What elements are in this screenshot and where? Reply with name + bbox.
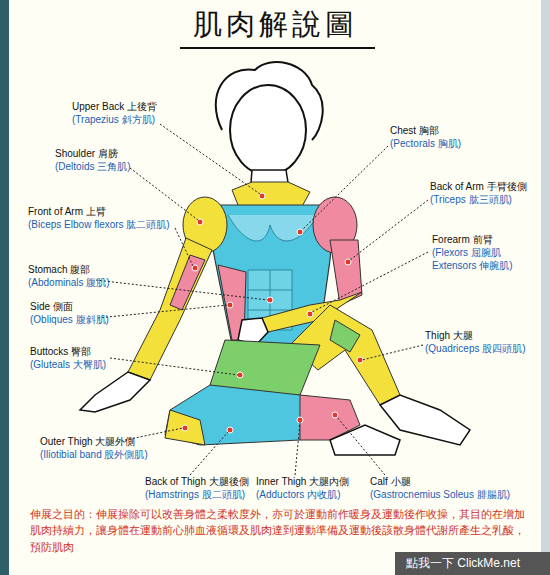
watermark: 點我一下 ClickMe.net xyxy=(406,556,520,571)
body-part-label: Inner Thigh 大腿內側 xyxy=(256,476,349,489)
muscle-name: (Quadriceps 股四頭肌) xyxy=(425,343,526,356)
body-part-label: Calf 小腿 xyxy=(370,476,411,489)
body-part-label: Forearm 前臂 xyxy=(432,234,493,247)
muscle-name: (Trapezius 斜方肌) xyxy=(72,114,155,127)
muscle-name: (Hamstrings 股二頭肌) xyxy=(145,489,245,502)
muscle-name: (Triceps 肱三頭肌) xyxy=(430,194,512,207)
body-part-label: Side 側面 xyxy=(30,301,73,314)
body-part-label: Thigh 大腿 xyxy=(425,330,473,343)
body-part-label: Shoulder 肩膀 xyxy=(55,148,118,161)
muscle-name: (Abdominals 腹肌) xyxy=(28,277,110,290)
body-part-label: Stomach 腹部 xyxy=(28,264,90,277)
muscle-name: (Iliotibial band 股外側肌) xyxy=(40,449,148,462)
body-part-label: Outer Thigh 大腿外側 xyxy=(40,436,135,449)
body-part-label: Front of Arm 上臂 xyxy=(28,206,106,219)
body-part-label: Buttocks 臀部 xyxy=(30,346,91,359)
body-part-label: Upper Back 上後背 xyxy=(72,101,157,114)
muscle-name: (Pectorals 胸肌) xyxy=(390,138,461,151)
muscle-name: (Obliques 腹斜肌) xyxy=(30,314,109,327)
title: 肌肉解說圖 xyxy=(0,6,550,42)
body-part-label: Chest 胸部 xyxy=(390,125,439,138)
muscle-name: (Flexors 屈腕肌 Extensors 伸腕肌) xyxy=(432,247,542,272)
body-part-label: Back of Arm 手臂後側 xyxy=(430,181,527,194)
muscle-name: (Adductors 內收肌) xyxy=(256,489,340,502)
muscle-name: (Gastrocnemius Soleus 腓腸肌) xyxy=(370,489,510,502)
muscle-name: (Deltoids 三角肌) xyxy=(55,161,131,174)
muscle-name: (Biceps Elbow flexors 肱二頭肌) xyxy=(28,219,170,232)
muscle-name: (Gluteals 大臀肌) xyxy=(30,359,106,372)
body-part-label: Back of Thigh 大腿後側 xyxy=(145,476,249,489)
caption: 伸展之目的：伸展操除可以改善身體之柔軟度外，亦可於運動前作暖身及運動後作收操，其… xyxy=(30,506,525,555)
